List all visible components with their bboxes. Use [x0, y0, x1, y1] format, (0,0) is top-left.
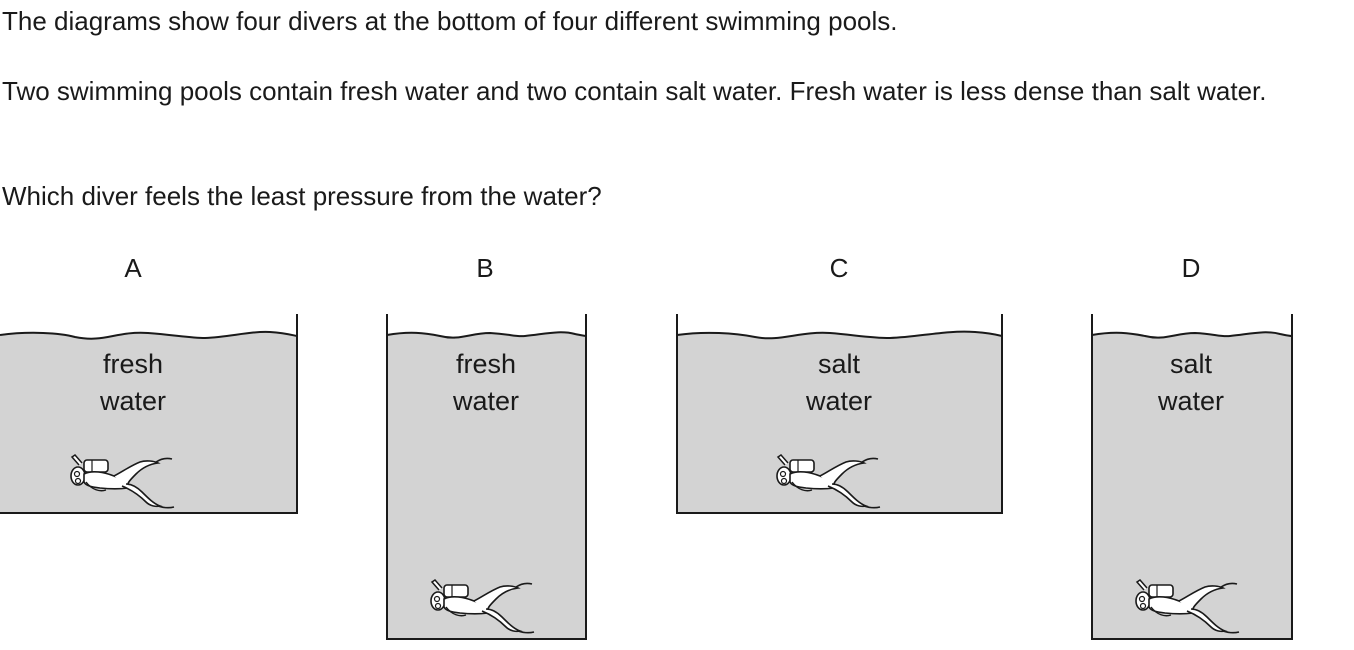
option-letter: B: [476, 253, 493, 283]
option-letter: D: [1182, 253, 1201, 283]
pool-a: A fresh water: [0, 253, 298, 514]
question-intro: The diagrams show four divers at the bot…: [2, 6, 898, 36]
pool-wall: [1091, 314, 1293, 640]
pool-c: C salt water: [676, 253, 1003, 514]
water-label-line2: water: [805, 386, 872, 416]
water-label-line2: water: [452, 386, 519, 416]
water-label-line1: salt: [1170, 349, 1213, 379]
water-body: [387, 332, 586, 639]
water-surface: [0, 330, 298, 340]
water-body: [677, 331, 1002, 513]
water-label-line1: fresh: [103, 349, 163, 379]
pool-wall: [0, 314, 298, 514]
water-label-line1: salt: [818, 349, 861, 379]
pool-wall: [676, 314, 1003, 514]
water-surface: [1091, 331, 1293, 339]
water-label-line2: water: [99, 386, 166, 416]
option-letter: C: [830, 253, 849, 283]
question-prompt: Which diver feels the least pressure fro…: [2, 181, 602, 211]
water-label-line2: water: [1157, 386, 1224, 416]
water-label-line1: fresh: [456, 349, 516, 379]
water-surface: [386, 331, 587, 339]
pool-wall: [386, 314, 587, 640]
pool-b: B fresh water: [386, 253, 587, 640]
water-body: [1092, 332, 1292, 639]
option-letter: A: [124, 253, 142, 283]
water-surface: [676, 330, 1003, 340]
pool-d: D salt water: [1091, 253, 1293, 640]
question-context: Two swimming pools contain fresh water a…: [2, 76, 1267, 106]
